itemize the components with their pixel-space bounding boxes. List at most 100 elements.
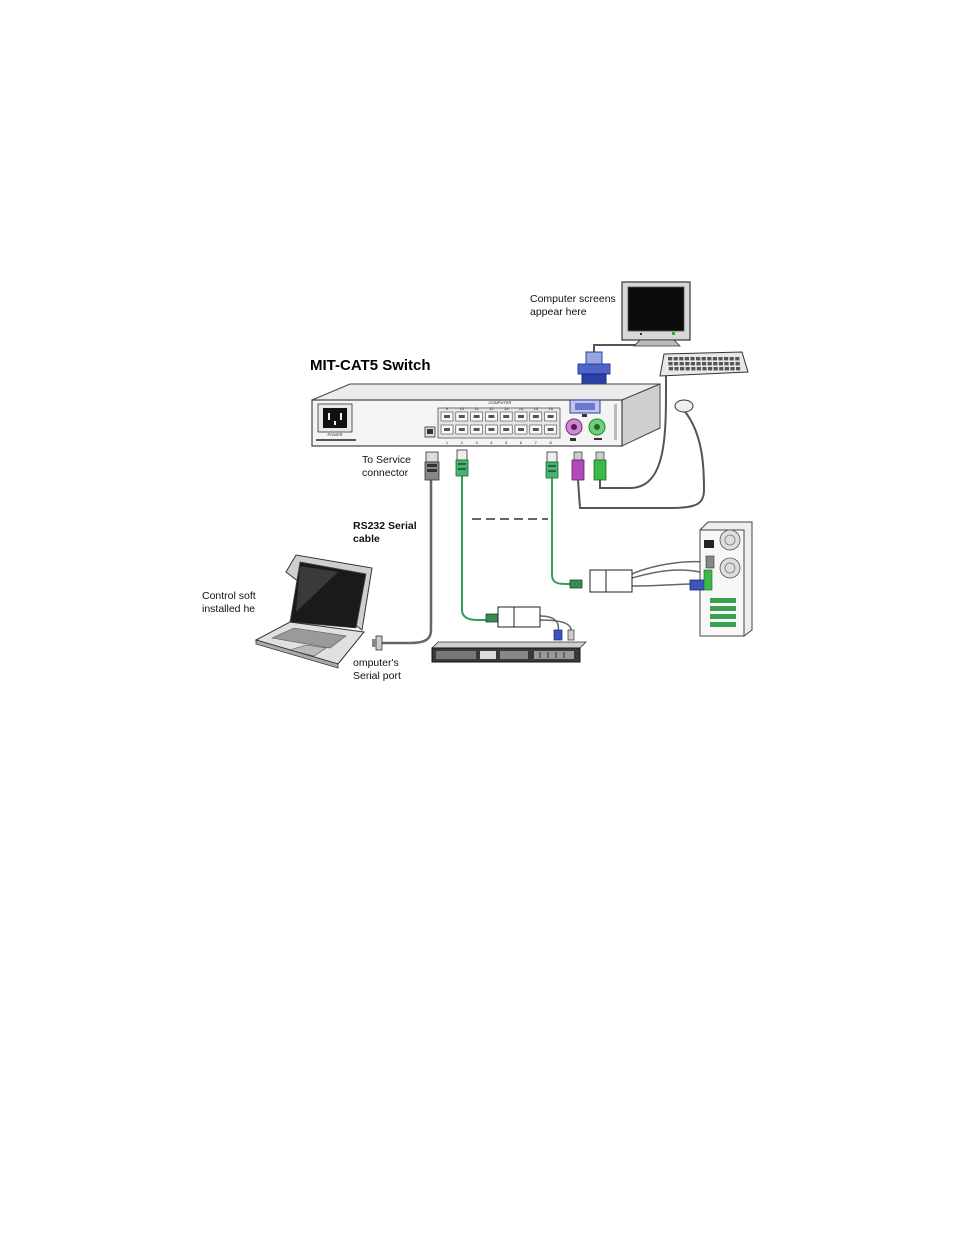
tower-computer bbox=[689, 521, 753, 637]
keyboard-key bbox=[668, 357, 673, 361]
port-number-11: 11 bbox=[475, 406, 480, 411]
keyboard-key bbox=[696, 362, 701, 366]
port-number-4: 4 bbox=[490, 440, 493, 445]
rack-server bbox=[431, 641, 587, 663]
keyboard-key bbox=[730, 367, 735, 371]
rj45-port-slot bbox=[518, 428, 524, 431]
laptop bbox=[254, 554, 373, 669]
rj45-port-slot bbox=[473, 415, 480, 418]
rj45-plug-port-8 bbox=[545, 451, 559, 479]
keyboard-key bbox=[701, 357, 706, 361]
keyboard-key bbox=[707, 362, 712, 366]
rj45-port-slot bbox=[473, 428, 480, 431]
cat5-dongle-rack bbox=[485, 606, 575, 641]
keyboard-key bbox=[691, 367, 696, 371]
control-software-label: Control soft installed he bbox=[202, 590, 256, 615]
rj45-port-slot bbox=[488, 428, 495, 431]
keyboard-key bbox=[702, 362, 707, 366]
keyboard-key bbox=[690, 357, 695, 361]
keyboard-key bbox=[684, 357, 689, 361]
serial-port-label: omputer's Serial port bbox=[353, 657, 401, 682]
power-label: POWER bbox=[327, 432, 342, 437]
computer-monitor bbox=[621, 281, 691, 347]
keyboard-key bbox=[702, 367, 707, 371]
computer-ports-label: COMPUTER bbox=[489, 400, 512, 405]
port-number-2: 2 bbox=[461, 440, 464, 445]
port-number-7: 7 bbox=[535, 440, 538, 445]
cat5-cable-port-2 bbox=[461, 474, 492, 621]
keyboard-key bbox=[719, 367, 724, 371]
keyboard-key bbox=[718, 357, 723, 361]
keyboard-key bbox=[690, 362, 695, 366]
service-connector-label: To Service connector bbox=[362, 454, 412, 479]
keyboard-key bbox=[679, 362, 684, 366]
keyboard-key bbox=[724, 367, 729, 371]
port-number-16: 16 bbox=[548, 406, 553, 411]
keyboard-key bbox=[707, 357, 712, 361]
port-number-8: 8 bbox=[549, 440, 552, 445]
keyboard-key bbox=[685, 367, 690, 371]
ps2-mouse-plug bbox=[571, 451, 585, 481]
port-number-5: 5 bbox=[505, 440, 508, 445]
ps2-keyboard-plug bbox=[593, 451, 607, 481]
port-number-9: 9 bbox=[446, 406, 449, 411]
tower-dongle-cable-1 bbox=[631, 560, 707, 575]
rj45-port-slot bbox=[503, 428, 510, 431]
monitor-label: Computer screens appear here bbox=[530, 293, 616, 318]
rs232-cable-label: RS232 Serial cable bbox=[353, 520, 417, 545]
rj45-port-slot bbox=[488, 415, 495, 418]
port-number-6: 6 bbox=[520, 440, 523, 445]
keyboard-key bbox=[730, 362, 735, 366]
rj45-port-slot bbox=[503, 415, 510, 418]
mouse-cable bbox=[577, 405, 706, 509]
keyboard-cable bbox=[599, 374, 668, 489]
rj45-plug-port-2 bbox=[455, 449, 469, 477]
keyboard-key bbox=[712, 357, 717, 361]
rs232-serial-cable bbox=[382, 478, 433, 645]
keyboard-key bbox=[736, 367, 741, 371]
vga-console-connector bbox=[577, 351, 611, 385]
rj45-port-slot bbox=[532, 428, 539, 431]
keyboard-key bbox=[668, 367, 673, 371]
rj45-port-slot bbox=[518, 415, 524, 418]
keyboard-key bbox=[708, 367, 713, 371]
keyboard-key bbox=[668, 362, 673, 366]
keyboard-key bbox=[713, 362, 718, 366]
keyboard bbox=[659, 351, 749, 377]
keyboard-key bbox=[718, 362, 723, 366]
rj45-port-slot bbox=[547, 428, 554, 431]
port-number-14: 14 bbox=[519, 406, 524, 411]
keyboard-key bbox=[674, 362, 679, 366]
keyboard-key bbox=[724, 357, 729, 361]
serial-port-connector bbox=[372, 635, 383, 651]
keyboard-key bbox=[696, 367, 701, 371]
port-number-15: 15 bbox=[534, 406, 539, 411]
rj45-port-slot bbox=[444, 428, 450, 431]
cat5-cable-port-8 bbox=[551, 474, 580, 585]
cat5-dongle-tower bbox=[569, 569, 633, 593]
keyboard-key bbox=[679, 357, 684, 361]
rj45-port-slot bbox=[458, 415, 465, 418]
tower-dongle-cable-2 bbox=[631, 583, 691, 587]
keyboard-key bbox=[729, 357, 734, 361]
tower-dongle-cable-3 bbox=[631, 569, 701, 579]
keyboard-key bbox=[735, 362, 740, 366]
keyboard-key bbox=[685, 362, 690, 366]
ports-1-8 bbox=[440, 424, 557, 435]
keyboard-key bbox=[673, 357, 678, 361]
diagram-title: MIT-CAT5 Switch bbox=[310, 357, 431, 374]
port-number-13: 13 bbox=[504, 406, 509, 411]
keyboard-key bbox=[680, 367, 685, 371]
keyboard-key bbox=[735, 357, 740, 361]
port-number-12: 12 bbox=[489, 406, 494, 411]
keyboard-key bbox=[713, 367, 718, 371]
service-port-plug bbox=[424, 451, 440, 481]
rj45-port-slot bbox=[532, 415, 539, 418]
rack-dongle-cable-1 bbox=[539, 615, 560, 633]
keyboard-key bbox=[674, 367, 679, 371]
port-number-3: 3 bbox=[475, 440, 478, 445]
rj45-port-slot bbox=[547, 415, 554, 418]
mouse bbox=[674, 399, 694, 413]
rj45-port-slot bbox=[458, 428, 465, 431]
